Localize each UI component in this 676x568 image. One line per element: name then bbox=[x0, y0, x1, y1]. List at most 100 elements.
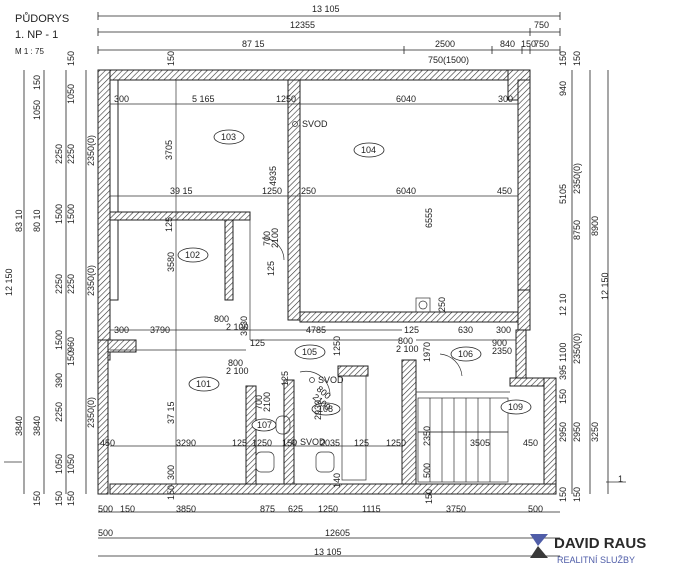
label-dims_left-b13: 150 bbox=[32, 491, 42, 506]
label-dims_left-a1: 150 bbox=[32, 75, 42, 90]
label-inner_dims-d450c: 450 bbox=[523, 438, 538, 448]
label-dims_left-a2: 1050 bbox=[32, 100, 42, 120]
label-dims_bottom-b7: 1115 bbox=[362, 504, 381, 514]
section-marker: 1 bbox=[606, 474, 626, 484]
label-dims_right-r16: 150 bbox=[572, 487, 582, 502]
label-doors-d800b: 800 bbox=[228, 358, 243, 368]
dim-top-row3-e: 750 bbox=[534, 39, 549, 49]
label-inner_dims-d1250a: 1250 bbox=[276, 94, 296, 104]
label-dims_right-r18: 150 bbox=[572, 51, 582, 66]
label-doors-d2100e: 2100 bbox=[262, 392, 272, 412]
title-scale: M 1 : 75 bbox=[15, 47, 44, 56]
label-dims_left-b11: 1050 bbox=[66, 454, 76, 474]
label-inner_dims-d300b: 300 bbox=[498, 94, 513, 104]
label-dims_right-r12: 2950 bbox=[558, 422, 568, 442]
label-dims_bottom-b6: 1250 bbox=[318, 504, 338, 514]
label-dims_right-r10: 395 bbox=[558, 365, 568, 380]
label-doors-d800c: 800 bbox=[398, 336, 413, 346]
label-svod-s2: SVOD bbox=[300, 437, 326, 447]
label-rooms-5-label: 101 bbox=[196, 379, 211, 389]
label-dims_right-r2: 5105 bbox=[558, 184, 568, 204]
label-inner_dims-d300a: 300 bbox=[114, 94, 129, 104]
label-dims_left-a7: 390 bbox=[54, 373, 64, 388]
label-inner_dims-d125h: 125 bbox=[280, 371, 290, 386]
label-inner_dims-d2350: 2350 bbox=[422, 426, 432, 446]
label-inner_dims-d6040b: 6040 bbox=[396, 186, 416, 196]
label-inner_dims-d125e: 125 bbox=[250, 338, 265, 348]
label-inner_dims-d250: 250 bbox=[301, 186, 316, 196]
walls bbox=[97, 69, 557, 495]
label-dims_left-b2: 1050 bbox=[66, 84, 76, 104]
label-dims_left-a4: 1500 bbox=[54, 204, 64, 224]
dim-top-row3-c: 840 bbox=[500, 39, 515, 49]
label-dims_right-r8: 1100 bbox=[558, 343, 568, 362]
label-inner_dims-d4935: 4935 bbox=[268, 166, 278, 186]
right-dimensions: 940 5105 8750 2350(0) 8900 12 150 12 10 … bbox=[558, 51, 610, 502]
label-inner_dims-d450b: 450 bbox=[100, 438, 115, 448]
label-dims_left-o5: 3840 bbox=[32, 416, 42, 436]
inner-dimensions: 300 5 165 1250 6040 300 3705 4935 39 15 … bbox=[100, 51, 538, 504]
dim-top-opening: 750(1500) bbox=[428, 55, 469, 65]
label-inner_dims-d1250d: 1250 bbox=[252, 438, 272, 448]
label-inner_dims-d2930: 2930 bbox=[313, 400, 323, 420]
label-inner_dims-d500: 500 bbox=[422, 463, 432, 478]
label-doors-d2100a: 2 100 bbox=[226, 322, 249, 332]
top-dimensions: 13 105 12355 750 87 15 2500 840 150 750 … bbox=[97, 4, 561, 65]
label-inner_dims-d1250e: 1250 bbox=[386, 438, 406, 448]
label-inner_dims-d3715: 37 15 bbox=[166, 401, 176, 424]
label-dims_left-b4: 1500 bbox=[66, 204, 76, 224]
interior-lines bbox=[110, 80, 518, 484]
logo-mark-icon bbox=[530, 534, 548, 558]
room-tag-105: 105 bbox=[294, 344, 326, 360]
label-dims_left-a6: 1500 bbox=[54, 330, 64, 350]
label-inner_dims-d125g: 125 bbox=[354, 438, 369, 448]
label-dims_bottom-total: 13 105 bbox=[314, 547, 342, 557]
room-tag-108: 108 bbox=[311, 402, 341, 416]
label-dims_right-r9: 2350(0) bbox=[572, 333, 582, 364]
label-dims_bottom-b2: 150 bbox=[120, 504, 135, 514]
label-dims_left-b8: 2350(0) bbox=[86, 135, 96, 166]
label-inner_dims-d3505: 3505 bbox=[470, 438, 490, 448]
label-dims_right-r1: 940 bbox=[558, 81, 568, 96]
label-dims_left-b1: 150 bbox=[66, 51, 76, 66]
label-dims_left-a8: 2250 bbox=[54, 402, 64, 422]
company-logo: DAVID RAUS REALITNÍ SLUŽBY bbox=[530, 534, 646, 565]
label-inner_dims-d300c: 300 bbox=[114, 325, 129, 335]
dim-top-row2-a: 12355 bbox=[290, 20, 315, 30]
label-dims_right-r4: 2350(0) bbox=[572, 163, 582, 194]
label-dims_right-r7: 12 10 bbox=[558, 293, 568, 316]
label-dims_bottom-b8: 3750 bbox=[446, 504, 466, 514]
label-doors-d700a: 700 bbox=[262, 231, 272, 246]
title-floor: 1. NP - 1 bbox=[15, 29, 58, 41]
label-inner_dims-d2035: 2035 bbox=[320, 438, 340, 448]
label-inner_dims-d150: 150 bbox=[282, 438, 297, 448]
label-rooms-7-label: 108 bbox=[318, 404, 333, 414]
label-inner_dims-d125f: 125 bbox=[232, 438, 247, 448]
label-inner_dims-d1970: 1970 bbox=[422, 342, 432, 362]
dim-top-row3-b: 2500 bbox=[435, 39, 455, 49]
label-rooms-6-label: 107 bbox=[257, 420, 272, 430]
label-svod-s3: SVOD bbox=[318, 375, 344, 385]
label-dims_bottom-b9: 500 bbox=[528, 504, 543, 514]
label-dims_bottom-b5: 625 bbox=[288, 504, 303, 514]
logo-tagline: REALITNÍ SLUŽBY bbox=[557, 555, 635, 565]
dim-top-total: 13 105 bbox=[312, 4, 340, 14]
label-dims_left-b10: 2350(0) bbox=[86, 397, 96, 428]
label-inner_dims-d3580: 3580 bbox=[166, 252, 176, 272]
label-dims_bottom-b4: 875 bbox=[260, 504, 275, 514]
label-svod-s1: SVOD bbox=[302, 119, 328, 129]
label-inner_dims-d125a: 125 bbox=[164, 217, 174, 232]
logo-brand: DAVID RAUS bbox=[554, 535, 646, 552]
label-doors-d800a: 800 bbox=[214, 314, 229, 324]
label-dims_left-a10: 150 bbox=[54, 491, 64, 506]
label-inner_dims-d250b: 250 bbox=[437, 297, 447, 312]
room-tag-103: 103 bbox=[213, 129, 245, 145]
label-dims_right-r15: 150 bbox=[558, 487, 568, 502]
label-dims_right-r14: 3250 bbox=[590, 422, 600, 442]
label-dims_left-a3: 2250 bbox=[54, 144, 64, 164]
label-dims_left-b7: 150 bbox=[66, 351, 76, 366]
room-tag-107: 107 bbox=[251, 418, 277, 432]
label-inner_dims-d140: 140 bbox=[332, 473, 342, 488]
label-dims_left-b5: 2250 bbox=[66, 274, 76, 294]
